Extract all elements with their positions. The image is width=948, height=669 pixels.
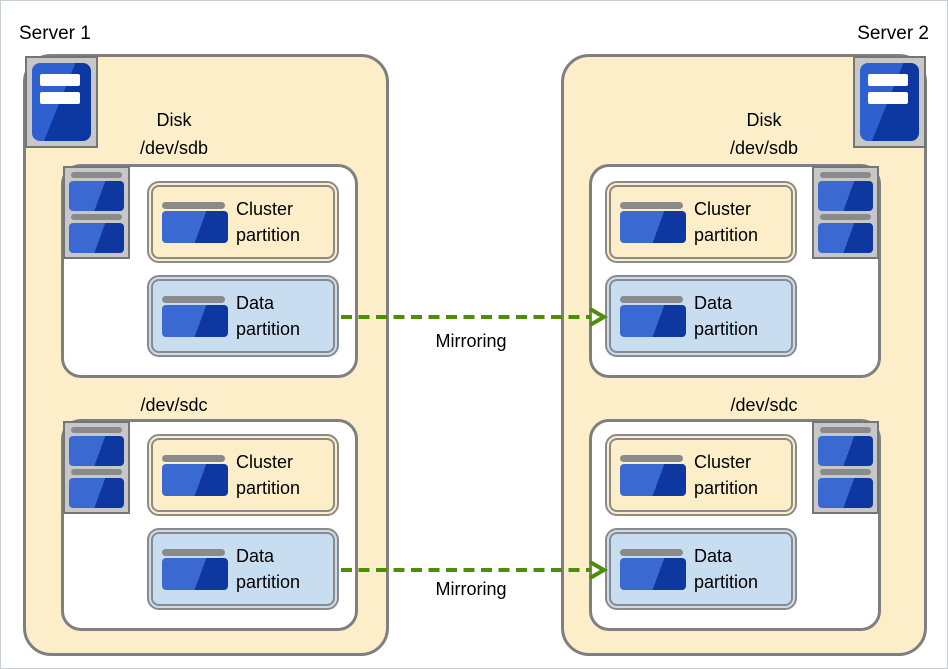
partition-icon xyxy=(162,295,228,337)
disk-drive-icon xyxy=(812,166,879,259)
server1-sdb-data-partition: Data partition xyxy=(147,275,339,357)
partition-icon xyxy=(620,201,686,243)
partition-label: Cluster partition xyxy=(694,452,759,498)
partition-icon xyxy=(162,454,228,496)
disk-drive-icon xyxy=(812,421,879,514)
partition-icon xyxy=(162,548,228,590)
server2-sdc-title: /dev/sdc xyxy=(730,395,798,415)
disk-drive-icon xyxy=(63,166,130,259)
partition-label: Data partition xyxy=(694,546,759,592)
partition-label: Data partition xyxy=(694,293,759,339)
partition-icon xyxy=(620,454,686,496)
server2-sdb-data-partition: Data partition xyxy=(605,275,797,357)
server2-sdc-data-partition: Data partition xyxy=(605,528,797,610)
partition-label: Cluster partition xyxy=(236,452,301,498)
partition-icon xyxy=(620,295,686,337)
server1-sdc-data-partition: Data partition xyxy=(147,528,339,610)
mirroring-label: Mirroring xyxy=(435,579,507,599)
server1-label: Server 1 xyxy=(19,23,91,44)
partition-label: Data partition xyxy=(236,293,301,339)
server-tower-icon xyxy=(25,56,98,148)
server1-sdb-title: Disk /dev/sdb xyxy=(139,110,209,158)
server1-sdc-cluster-partition: Cluster partition xyxy=(147,434,339,516)
server2-sdc-cluster-partition: Cluster partition xyxy=(605,434,797,516)
disk-drive-icon xyxy=(63,421,130,514)
partition-label: Data partition xyxy=(236,546,301,592)
partition-icon xyxy=(162,201,228,243)
server2-label: Server 2 xyxy=(857,23,929,44)
partition-label: Cluster partition xyxy=(694,199,759,245)
mirroring-arrow xyxy=(341,307,609,327)
server-tower-icon xyxy=(853,56,926,148)
server2-sdb-cluster-partition: Cluster partition xyxy=(605,181,797,263)
partition-label: Cluster partition xyxy=(236,199,301,245)
partition-icon xyxy=(620,548,686,590)
server1-sdc-title: /dev/sdc xyxy=(140,395,208,415)
mirroring-arrow xyxy=(341,560,609,580)
server2-sdb-title: Disk /dev/sdb xyxy=(729,110,799,158)
mirroring-label: Mirroring xyxy=(435,331,507,351)
server1-sdb-cluster-partition: Cluster partition xyxy=(147,181,339,263)
